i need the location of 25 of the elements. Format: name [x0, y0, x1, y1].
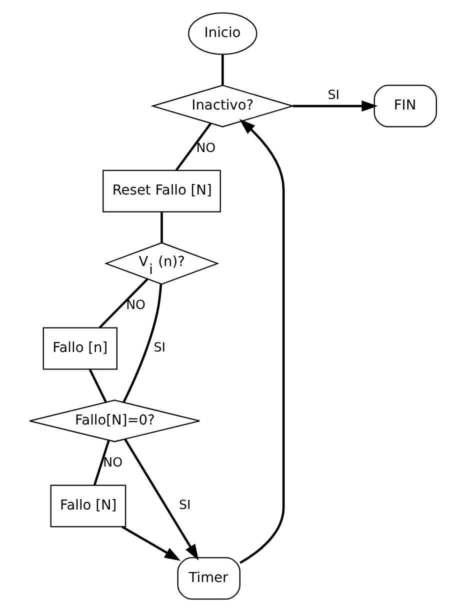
edge-label: SI: [153, 340, 165, 355]
arrow: [124, 438, 198, 560]
edge-label: NO: [196, 140, 216, 155]
node-box: Fallo [n]: [42, 327, 117, 370]
connector: [174, 122, 212, 171]
connector: [221, 54, 224, 86]
arrow: [121, 526, 180, 561]
connector: [92, 440, 110, 486]
edge-label: NO: [126, 297, 146, 312]
node-box: Reset Fallo [N]: [102, 170, 220, 212]
node-box: FIN: [373, 84, 436, 128]
node-ellipse: Inicio: [188, 12, 257, 55]
connector: [98, 278, 148, 328]
node-box: Fallo [N]: [50, 484, 126, 528]
node-box: Timer: [176, 557, 240, 600]
edge-label: SI: [327, 86, 340, 102]
arrow: [238, 119, 284, 564]
edge-label: SI: [178, 497, 190, 512]
connector: [88, 369, 106, 402]
edge-label: NO: [102, 454, 122, 470]
node-diamond: Inactivo?: [150, 84, 294, 128]
connector: [122, 284, 162, 403]
arrow: [292, 100, 378, 112]
connector: [160, 212, 162, 243]
node-diamond: Fallo[N]=0?: [28, 400, 200, 442]
